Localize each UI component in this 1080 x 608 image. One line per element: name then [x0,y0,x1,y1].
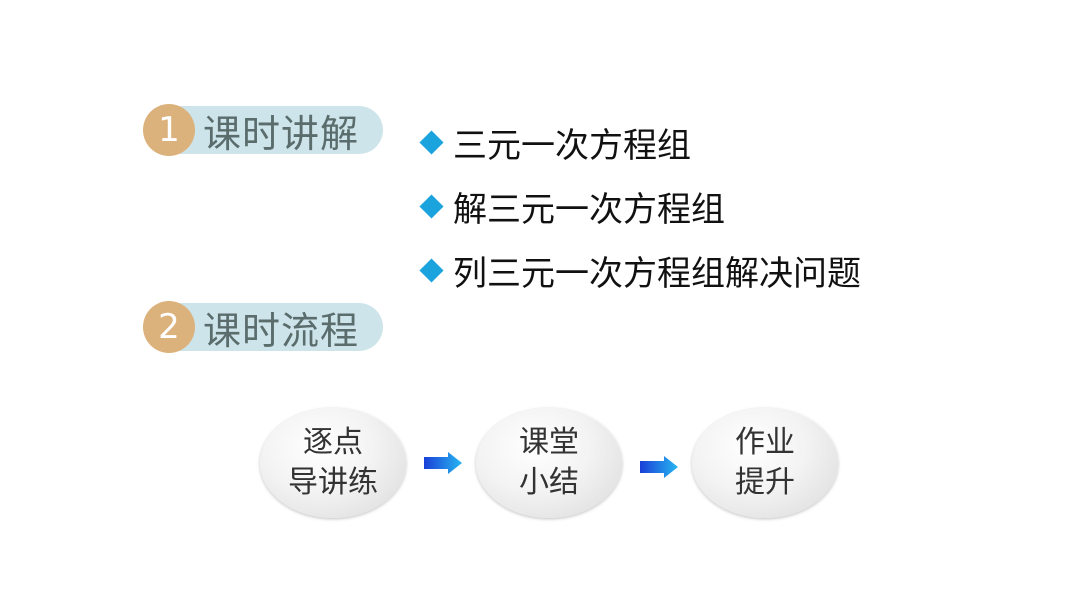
diamond-bullet-icon [419,129,444,155]
section-1-header: 1 课时讲解 [143,104,383,156]
flow-step-line2: 提升 [735,465,795,500]
diamond-bullet-icon [419,193,444,219]
topic-text: 解三元一次方程组 [453,189,725,230]
flow-step-line2: 导讲练 [288,465,378,500]
section-2-number: 2 [143,301,195,353]
flow-step-summary[interactable]: 课堂 小结 [476,408,622,518]
flow-step-line2: 小结 [519,465,579,500]
topic-item: 列三元一次方程组解决问题 [418,238,861,302]
right-arrow-icon [640,456,678,478]
topic-item: 三元一次方程组 [418,110,861,174]
section-2-header: 2 课时流程 [143,301,383,353]
diamond-bullet-icon [419,257,444,283]
section-1-title: 课时讲解 [203,111,360,156]
flow-step-line1: 课堂 [519,425,579,460]
flow-step-line1: 逐点 [303,425,363,460]
flow-step-homework[interactable]: 作业 提升 [692,408,838,518]
topic-text: 三元一次方程组 [453,125,691,166]
right-arrow-icon [424,452,462,474]
topic-text: 列三元一次方程组解决问题 [453,253,861,294]
flow-step-line1: 作业 [735,425,795,460]
section-2-title: 课时流程 [203,308,360,353]
topic-list: 三元一次方程组 解三元一次方程组 列三元一次方程组解决问题 [418,110,861,302]
section-1-number: 1 [143,104,195,156]
topic-item: 解三元一次方程组 [418,174,861,238]
flow-step-practice[interactable]: 逐点 导讲练 [260,408,406,518]
